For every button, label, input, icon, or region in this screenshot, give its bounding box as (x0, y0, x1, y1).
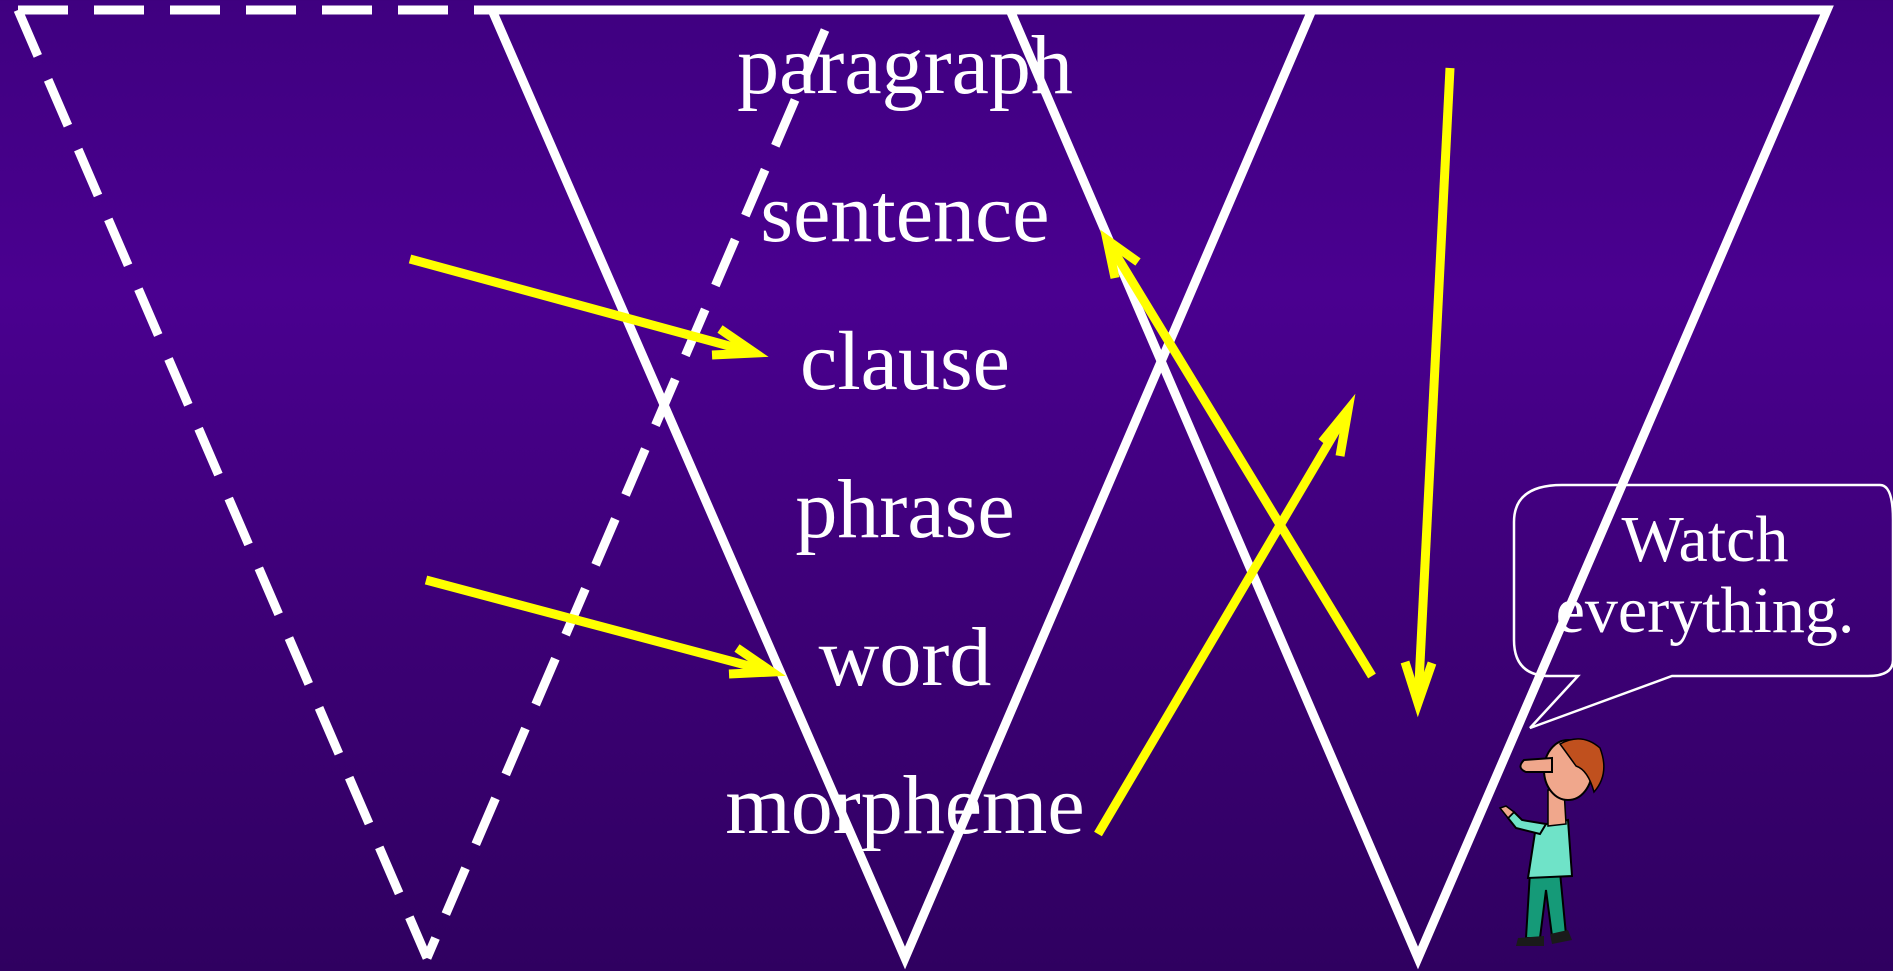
pointing-man-clipart (1500, 739, 1604, 946)
level-word: word (819, 616, 992, 700)
arrow-to-clause (410, 259, 755, 355)
level-clause: clause (800, 320, 1010, 404)
level-morpheme: morpheme (725, 764, 1084, 848)
level-paragraph: paragraph (737, 24, 1073, 108)
arrow-down-right (1405, 68, 1450, 703)
man-nose (1520, 758, 1552, 772)
man-arm (1508, 812, 1546, 834)
arrow-to-word (426, 580, 772, 674)
speech-bubble-line-2: everything. (1516, 575, 1893, 646)
arrow-up-from-morpheme (1098, 410, 1348, 834)
man-legs (1526, 872, 1566, 938)
dashed-triangle-left (18, 10, 427, 958)
man-shoe-left (1516, 936, 1544, 946)
level-sentence: sentence (760, 172, 1049, 256)
arrow-up-to-sentence (1107, 240, 1372, 676)
level-phrase: phrase (795, 468, 1014, 552)
dashed-triangle (18, 10, 825, 958)
speech-bubble-line-1: Watch (1516, 504, 1893, 575)
speech-bubble-text: Watch everything. (1516, 504, 1893, 647)
